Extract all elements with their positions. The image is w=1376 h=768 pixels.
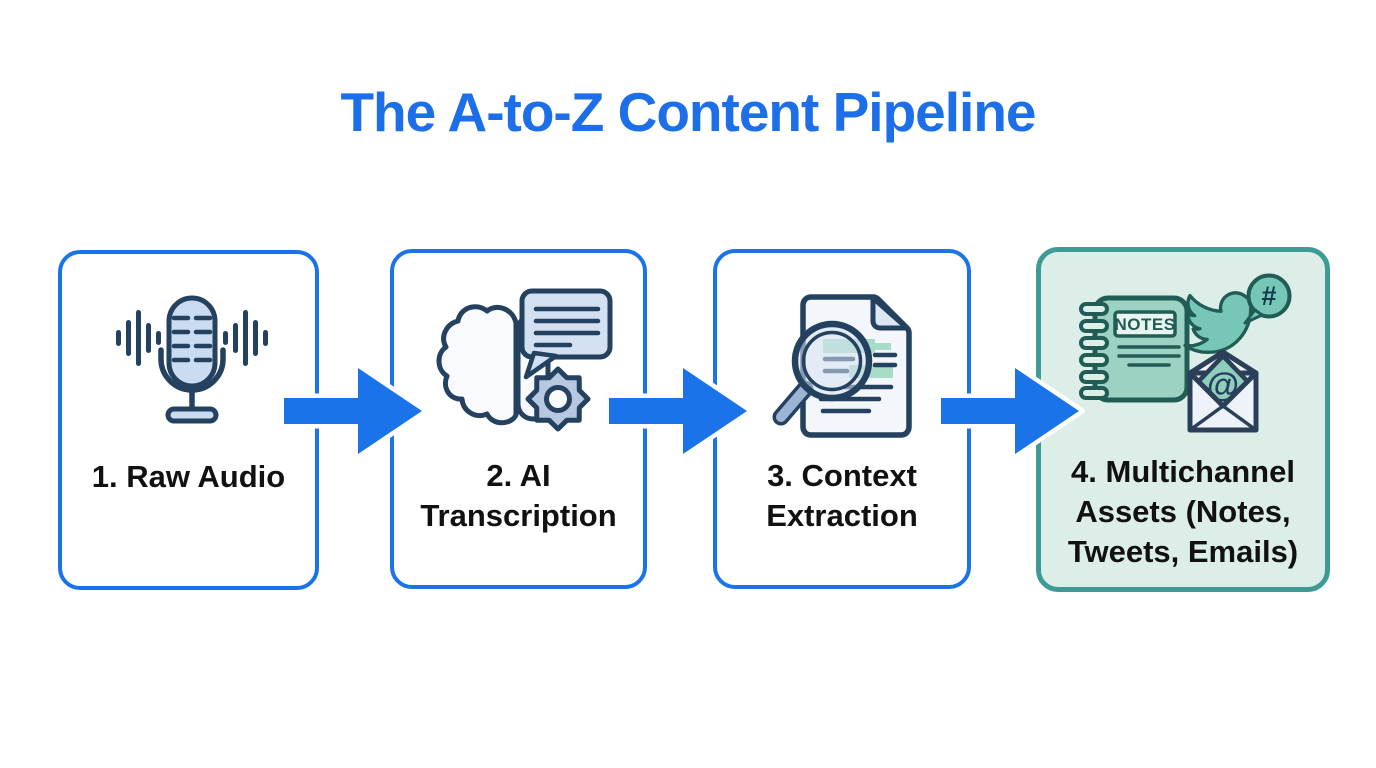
notebook-tweet-email-icon: NOTES # [1073,266,1303,451]
twitter-bird-icon [1183,291,1260,355]
step-box-multichannel-assets: NOTES # [1036,247,1330,592]
flow-arrow-2 [604,361,753,461]
step-box-raw-audio: 1. Raw Audio [58,250,319,590]
notebook-label: NOTES [1114,315,1175,334]
flow-arrow-3 [936,361,1085,461]
step-label: 4. Multichannel Assets (Notes, Tweets, E… [1067,454,1299,569]
hashtag-bubble-icon: # [1243,273,1292,325]
step-box-ai-transcription: 2. AI Transcription [390,249,647,589]
document-magnifier-icon [761,291,931,446]
step-label: 3. Context Extraction [766,458,918,533]
hashtag-symbol: # [1261,281,1276,311]
step-label: 1. Raw Audio [91,459,286,494]
flow-arrow-1 [279,361,428,461]
brain-speech-gear-icon [430,287,615,447]
microphone-soundwave-icon [112,292,272,437]
page-title: The A-to-Z Content Pipeline [340,81,1036,143]
step-label: 2. AI Transcription [420,458,617,533]
notebook-icon: NOTES [1079,295,1190,403]
email-envelope-icon: @ [1187,349,1259,433]
